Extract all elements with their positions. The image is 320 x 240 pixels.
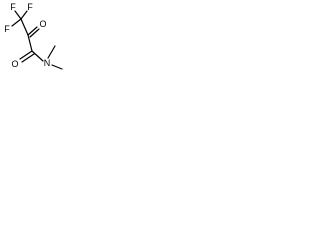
bond-cf3-f-left [11, 18, 22, 27]
bond-ketone-amide-carbon [27, 34, 33, 52]
bond-cf3-f-top-left [14, 10, 22, 20]
bond-nitrogen-methyl-top [47, 45, 56, 59]
bond-cf3-f-top-right [20, 10, 28, 20]
atom-label-f-left: F [4, 24, 10, 34]
bond-ketone-oxygen-b [29, 28, 40, 38]
molecule-structure: F F F O O N [4, 2, 63, 70]
bond-amide-oxygen-a [19, 50, 33, 60]
bond-nitrogen-methyl-right [51, 64, 63, 70]
atom-label-f-top-right: F [27, 2, 33, 12]
bond-amide-nitrogen [31, 50, 44, 62]
bond-cf3-ketone-carbon [20, 18, 29, 36]
bond-amide-oxygen-b [21, 53, 35, 63]
bonds [11, 10, 63, 70]
bond-ketone-oxygen-a [27, 26, 38, 36]
atom-labels: F F F O O N [4, 2, 50, 69]
atom-label-f-top-left: F [10, 2, 16, 12]
atom-label-o-amide: O [11, 59, 18, 69]
atom-label-n-amide: N [44, 58, 51, 68]
atom-label-o-ketone: O [39, 19, 46, 29]
